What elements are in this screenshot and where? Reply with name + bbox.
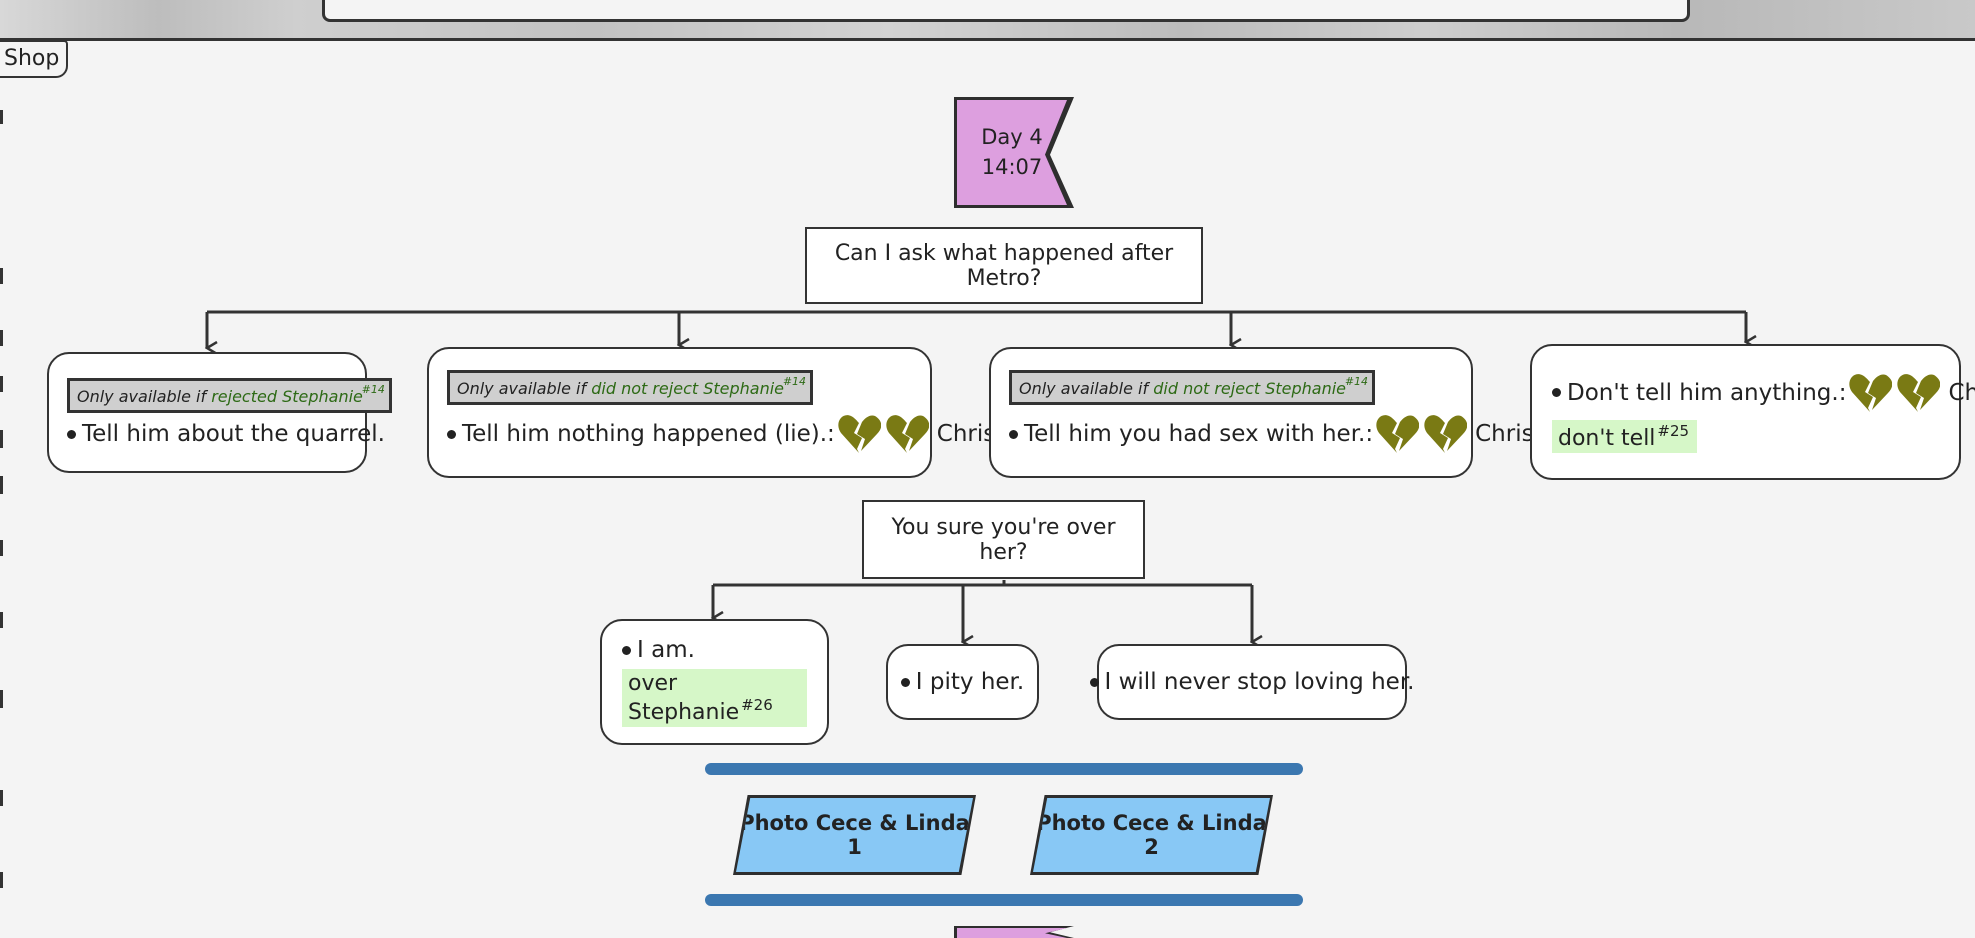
- edge-marker: [0, 476, 3, 494]
- character-name: Chris: [936, 421, 996, 447]
- condition-badge: Only available if rejected Stephanie #14: [67, 378, 392, 413]
- character-name: Chris: [1475, 421, 1534, 447]
- edge-marker: [0, 430, 3, 448]
- choice-text: Tell him you had sex with her.:: [1024, 421, 1374, 447]
- choice-box[interactable]: I am. over Stephanie#26: [600, 619, 829, 745]
- edge-marker: [0, 110, 3, 124]
- bullet-icon: [1552, 388, 1561, 397]
- bullet-icon: [622, 645, 631, 655]
- choice-box[interactable]: I will never stop loving her.: [1089, 644, 1414, 720]
- edge-marker: [0, 690, 3, 708]
- next-day-marker: [957, 928, 1067, 938]
- edge-marker: [0, 872, 3, 888]
- bullet-icon: [447, 429, 456, 439]
- photo-label: Photo Cece & Linda 1: [739, 811, 970, 859]
- broken-heart-icon: [1424, 415, 1468, 453]
- edge-marker: [0, 612, 3, 628]
- condition-badge: Only available if did not reject Stephan…: [1009, 370, 1376, 405]
- bullet-icon: [900, 677, 910, 687]
- edge-marker: [0, 268, 3, 284]
- outcome-tag: over Stephanie#26: [622, 669, 807, 727]
- broken-heart-icon: [886, 415, 929, 453]
- condition-ref: #14: [1344, 375, 1369, 388]
- outcome-tag: don't tell#25: [1552, 419, 1698, 453]
- broken-heart-icon: [1849, 373, 1893, 412]
- choice-box[interactable]: Only available if did not reject Stephan…: [989, 347, 1534, 478]
- choice-box[interactable]: Only available if did not reject Stephan…: [427, 347, 995, 478]
- broken-heart-icon: [1376, 415, 1420, 453]
- condition-ref: #14: [361, 383, 385, 396]
- condition-badge: Only available if did not reject Stephan…: [447, 370, 814, 405]
- choice-text: Tell him about the quarrel.: [82, 421, 385, 447]
- header-panel: [322, 0, 1690, 22]
- character-name: Chris: [1948, 379, 1975, 406]
- edge-marker: [0, 790, 3, 806]
- header-banner: [0, 0, 1975, 41]
- bullet-icon: [1089, 677, 1099, 687]
- section-separator: [705, 894, 1303, 906]
- condition-text: rejected Stephanie: [211, 387, 363, 406]
- choice-text: I will never stop loving her.: [1104, 669, 1415, 695]
- question-text: Can I ask what happened after Metro?: [834, 240, 1174, 291]
- edge-marker: [0, 376, 3, 392]
- choice-text: I pity her.: [915, 669, 1025, 695]
- choice-text: Don't tell him anything.:: [1567, 379, 1847, 406]
- photo-label: Photo Cece & Linda 2: [1036, 811, 1267, 859]
- choice-box[interactable]: Only available if rejected Stephanie #14…: [47, 352, 392, 473]
- question-box: You sure you're over her?: [862, 500, 1145, 579]
- choice-box[interactable]: Don't tell him anything.: Chris don't te…: [1530, 344, 1975, 480]
- edge-marker: [0, 330, 3, 346]
- condition-text: did not reject Stephanie: [591, 379, 785, 398]
- condition-text: did not reject Stephanie: [1153, 379, 1347, 398]
- time-label: 14:07: [981, 155, 1043, 179]
- broken-heart-icon: [838, 415, 881, 453]
- choice-text: Tell him nothing happened (lie).:: [462, 421, 835, 447]
- choice-box[interactable]: I pity her.: [886, 644, 1039, 720]
- question-text: You sure you're over her?: [891, 514, 1116, 565]
- choice-text: I am.: [637, 637, 695, 663]
- photo-card[interactable]: Photo Cece & Linda 1: [736, 798, 973, 872]
- broken-heart-icon: [1897, 373, 1941, 412]
- day-label: Day 4: [981, 125, 1043, 149]
- question-box: Can I ask what happened after Metro?: [805, 227, 1203, 304]
- condition-ref: #14: [782, 375, 807, 388]
- section-separator: [705, 763, 1303, 775]
- photo-card[interactable]: Photo Cece & Linda 2: [1033, 798, 1270, 872]
- edge-marker: [0, 540, 3, 556]
- bullet-icon: [67, 429, 76, 439]
- bullet-icon: [1009, 429, 1018, 439]
- shop-tab[interactable]: Shop: [0, 40, 68, 78]
